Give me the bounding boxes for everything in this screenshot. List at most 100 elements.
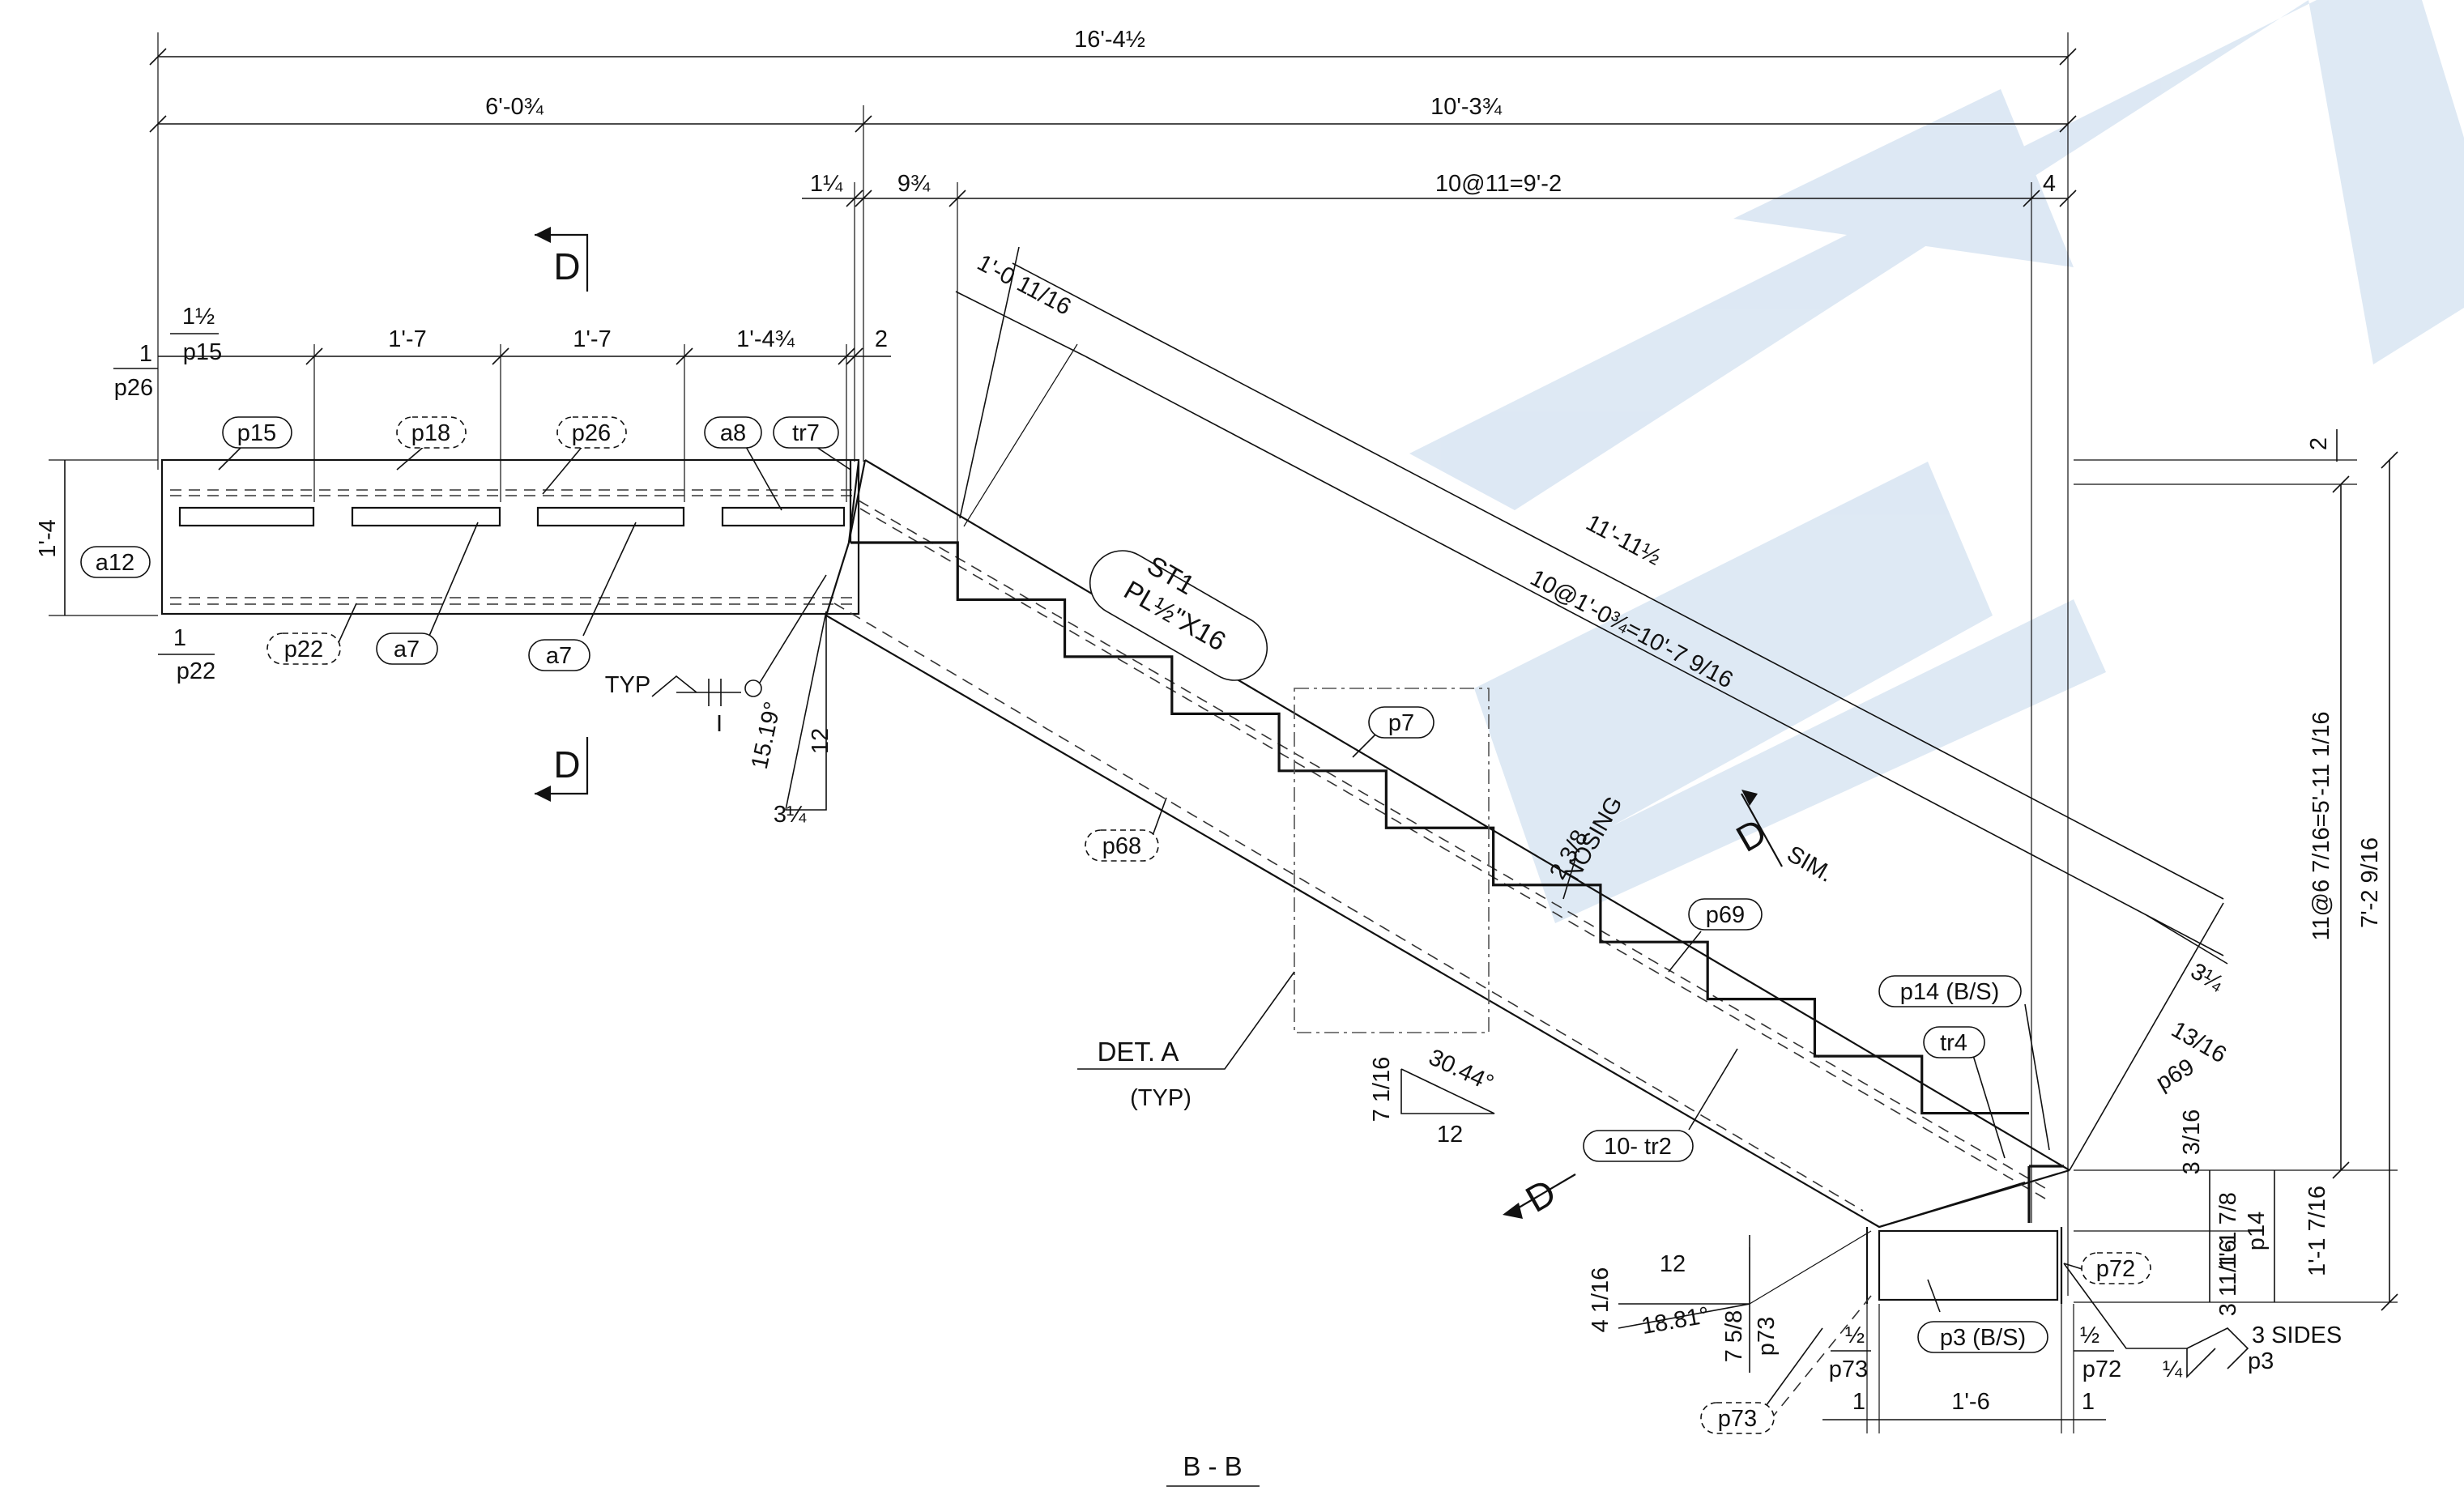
dim-three-11: 3 11/16: [2215, 1240, 2241, 1317]
dim-depth: 1'-4: [35, 519, 61, 557]
tag-p69: p69: [1688, 898, 1763, 931]
dim-one-17b: 1'-1 7/16: [2304, 1186, 2330, 1276]
dim-gap: 1¼: [810, 171, 843, 197]
svg-text:B - B: B - B: [1183, 1451, 1242, 1481]
tag-a7-2: a7: [528, 639, 590, 671]
ref-p69: p69: [2152, 1054, 2199, 1096]
stair-treads: [850, 541, 2029, 1115]
tag-tr7: tr7: [773, 416, 839, 449]
dim-one-17: 1'-1 7/8: [2215, 1192, 2241, 1270]
svg-text:a8: a8: [720, 420, 746, 446]
landing-assembly: [160, 458, 860, 615]
ref-p22: p22: [177, 658, 215, 684]
det-a-typ: (TYP): [1130, 1085, 1192, 1111]
dim-seg2: 1'-7: [573, 326, 611, 352]
svg-text:a7: a7: [546, 643, 572, 669]
det-a-label: DET. A: [1098, 1037, 1179, 1067]
svg-text:p73: p73: [1718, 1406, 1757, 1432]
svg-text:D: D: [553, 245, 580, 287]
dim-stringer-len: 11'-11½: [1582, 510, 1665, 571]
weld-i: I: [716, 711, 723, 737]
landing-dimensions: 1'-7 1'-7 1'-4¾ 2 1½ p15 1 p26 1 p22 1'-…: [35, 304, 891, 684]
dim-p15-off: 1½: [182, 304, 215, 330]
tag-p15: p15: [222, 416, 292, 449]
slope-top-angle: 15.19°: [747, 700, 787, 772]
svg-text:p7: p7: [1388, 710, 1414, 736]
bottom-dimensions: 1 1'-6 1 ½ p73 ½ p72 7 5/8 p73: [1721, 1235, 2121, 1433]
dim-two-top: 2: [875, 326, 888, 352]
tag-p68: p68: [1085, 829, 1159, 862]
dim-height-total: 7'-2 9/16: [2357, 837, 2383, 928]
svg-text:p22: p22: [284, 637, 323, 662]
dim-right-two: 2: [2306, 437, 2332, 450]
tag-p3bs: p3 (B/S): [1917, 1321, 2048, 1353]
svg-text:p68: p68: [1102, 833, 1141, 859]
ref-p26: p26: [114, 375, 153, 401]
svg-text:a12: a12: [96, 550, 134, 576]
tag-p18: p18: [396, 416, 467, 449]
svg-text:tr4: tr4: [1940, 1030, 1967, 1056]
dim-first: 9¾: [897, 171, 931, 197]
ref-p73-b: p73: [1754, 1317, 1780, 1356]
leader-lines: [218, 445, 2091, 1418]
svg-text:p72: p72: [2096, 1256, 2135, 1282]
tag-a7-1: a7: [376, 632, 438, 665]
tag-a8: a8: [704, 416, 762, 449]
section-mark-d-bottom: D: [1503, 1170, 1576, 1220]
svg-text:a7: a7: [394, 637, 420, 662]
weld-symbol-3-sides: ¼ 3 SIDES p3: [2063, 1263, 2342, 1382]
dim-run: 10@11=9'-2: [1435, 171, 1562, 197]
tag-p22: p22: [266, 632, 341, 665]
tag-p26: p26: [556, 416, 627, 449]
svg-text:p15: p15: [237, 420, 276, 446]
ref-p3: p3: [2248, 1348, 2274, 1374]
section-mark-d-top: D: [535, 227, 589, 292]
three-sides-label: 3 SIDES: [2252, 1322, 2342, 1348]
dim-three-q: 3¼: [2186, 958, 2228, 997]
detail-a-callout: DET. A (TYP): [1077, 688, 1490, 1111]
svg-text:p3 (B/S): p3 (B/S): [1940, 1325, 2026, 1351]
slope-top-run: 12: [808, 728, 833, 754]
ref-p15: p15: [183, 339, 222, 365]
section-mark-d-mid: D: [535, 737, 589, 802]
svg-text:D: D: [553, 743, 580, 786]
weld-quarter: ¼: [2163, 1357, 2183, 1382]
section-title: B - B: [1166, 1451, 1260, 1487]
dim-right: 10'-3¾: [1430, 94, 1503, 120]
svg-text:p69: p69: [1706, 902, 1745, 928]
svg-text:tr7: tr7: [792, 420, 820, 446]
dim-one-a: 1: [1852, 1389, 1865, 1415]
stringer-label: ST1 PL½"X16: [1089, 550, 1268, 681]
svg-text:p18: p18: [411, 420, 450, 446]
overall-dimensions: 16'-4½ 6'-0¾ 10'-3¾ 1¼ 9¾ 10@11=9'-2 4: [149, 27, 2077, 1296]
dim-seg3: 1'-4¾: [736, 326, 795, 352]
tag-a12: a12: [80, 546, 151, 578]
ref-p14: p14: [2244, 1212, 2270, 1250]
svg-text:p26: p26: [572, 420, 611, 446]
dim-four-1: 4 1/16: [1588, 1267, 1614, 1333]
dim-rise-total: 11@6 7/16=5'-11 1/16: [2308, 711, 2334, 940]
dim-twelve-bot: 12: [1660, 1251, 1686, 1277]
bottom-plate: [1765, 1165, 2064, 1426]
dim-one-p26: 1: [139, 341, 152, 367]
dim-half-a: ½: [1845, 1322, 1865, 1348]
dim-seg1: 1'-7: [388, 326, 426, 352]
weld-symbol-typ: TYP I: [605, 574, 827, 737]
slope-top-rise: 3¼: [774, 802, 807, 828]
slope-mid-angle: 30.44°: [1425, 1045, 1498, 1097]
dim-overall: 16'-4½: [1074, 27, 1145, 53]
dim-angle-bot: 18.81°: [1639, 1302, 1711, 1340]
svg-text:10- tr2: 10- tr2: [1604, 1134, 1672, 1160]
dim-one-p22: 1: [173, 625, 186, 651]
svg-text:p14 (B/S): p14 (B/S): [1900, 979, 2000, 1005]
weld-typ: TYP: [605, 672, 650, 698]
tag-p7: p7: [1368, 706, 1434, 739]
slope-mid-run: 12: [1437, 1122, 1463, 1148]
tag-p14bs: p14 (B/S): [1878, 975, 2022, 1007]
part-tags: p15 p18 p26 a8 tr7 a12 p22 a7 a7 p7 p68 …: [80, 416, 2151, 1434]
stringer-outline: [825, 459, 2070, 1229]
tag-tr2: 10- tr2: [1583, 1130, 1694, 1162]
ref-p73-a: p73: [1829, 1357, 1868, 1382]
tag-tr4: tr4: [1923, 1026, 1985, 1058]
